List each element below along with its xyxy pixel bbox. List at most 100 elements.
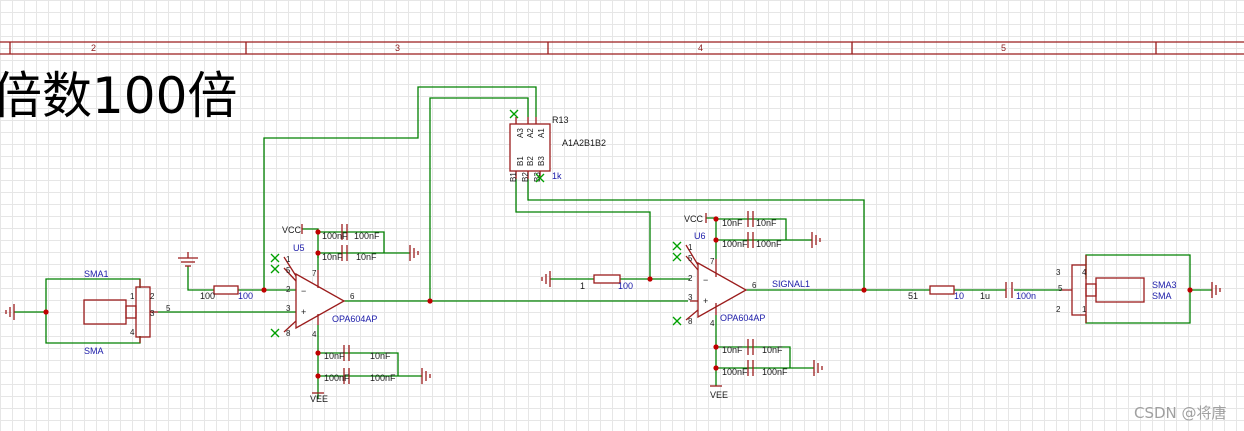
border-zone-3: 3	[395, 43, 400, 53]
r13-ref: R13	[552, 115, 569, 125]
svg-text:+: +	[703, 296, 708, 306]
u5-power[interactable]: VCC VEE 100nF 100nF 10nF 10nF 10nF 10nF …	[282, 224, 396, 404]
svg-text:100nF: 100nF	[722, 367, 748, 377]
ground-icon	[1211, 282, 1221, 298]
resistor-r-out[interactable]: 51 10	[908, 285, 964, 301]
svg-text:2: 2	[688, 274, 693, 283]
sma1-ref: SMA1	[84, 269, 109, 279]
svg-text:6: 6	[752, 281, 757, 290]
svg-text:2: 2	[150, 292, 155, 301]
u5-ref: U5	[293, 243, 305, 253]
svg-text:3: 3	[150, 309, 155, 318]
svg-text:+: +	[301, 307, 306, 317]
svg-text:A3: A3	[516, 128, 525, 138]
svg-text:100nF: 100nF	[322, 231, 348, 241]
u6-ref: U6	[694, 231, 706, 241]
sma1-value: SMA	[84, 346, 104, 356]
capacitor-icon	[343, 368, 350, 384]
svg-text:1: 1	[688, 243, 693, 252]
svg-text:3: 3	[1056, 268, 1061, 277]
svg-text:B3: B3	[533, 172, 542, 182]
border-zone-2: 2	[91, 43, 96, 53]
svg-text:100nF: 100nF	[722, 239, 748, 249]
svg-text:2: 2	[1056, 305, 1061, 314]
svg-text:51: 51	[908, 291, 918, 301]
r13-pack[interactable]: A3 A2 A1 B1 B2 B3 B1 B2 B3 R13 A1A2B1B2 …	[509, 109, 606, 183]
svg-text:100nF: 100nF	[354, 231, 380, 241]
page-title: 倍数100倍	[0, 67, 237, 125]
svg-text:10nF: 10nF	[370, 351, 391, 361]
border-zone-5: 5	[1001, 43, 1006, 53]
r13-value: A1A2B1B2	[562, 138, 606, 148]
sma1-connector[interactable]: 1 4 2 3 5 SMA1 SMA	[83, 269, 171, 356]
svg-text:8: 8	[286, 329, 291, 338]
svg-text:7: 7	[312, 269, 317, 278]
ground-icon	[178, 252, 198, 267]
u5-vee-label: VEE	[310, 394, 328, 404]
r13-extra: 1k	[552, 171, 562, 181]
u6-vcc-label: VCC	[684, 214, 704, 224]
u5-vcc-label: VCC	[282, 225, 302, 235]
svg-text:4: 4	[312, 330, 317, 339]
u6-power[interactable]: VCC VEE 10nF 10nF 100nF 100nF 10nF 10nF …	[684, 211, 788, 400]
capacitor-icon	[747, 211, 754, 227]
opamp-u5[interactable]: − + 1 5 2 3 8 7 4 6 U5 OPA604AP	[270, 243, 377, 339]
no-connect-icon	[509, 109, 545, 183]
capacitor-icon	[341, 224, 348, 240]
svg-text:6: 6	[350, 292, 355, 301]
svg-text:B1: B1	[509, 172, 518, 182]
svg-text:3: 3	[688, 293, 693, 302]
svg-text:10nF: 10nF	[722, 345, 743, 355]
svg-text:2: 2	[286, 285, 291, 294]
svg-text:10nF: 10nF	[322, 252, 343, 262]
u6-value: OPA604AP	[720, 313, 765, 323]
capacitor-icon	[747, 360, 754, 376]
svg-text:5: 5	[688, 254, 693, 263]
svg-text:4: 4	[710, 319, 715, 328]
svg-text:−: −	[703, 275, 708, 285]
svg-text:100nF: 100nF	[324, 373, 350, 383]
svg-text:5: 5	[166, 304, 171, 313]
svg-text:7: 7	[710, 257, 715, 266]
no-connect-icon	[270, 253, 280, 338]
svg-text:5: 5	[1058, 284, 1063, 293]
capacitor-c-out[interactable]: 1u 100n	[980, 282, 1036, 301]
watermark: CSDN @将唐	[1134, 404, 1227, 422]
svg-text:100nF: 100nF	[762, 367, 788, 377]
u6-vee-label: VEE	[710, 390, 728, 400]
capacitor-icon	[341, 245, 348, 261]
svg-text:10nF: 10nF	[722, 218, 743, 228]
svg-text:100nF: 100nF	[370, 373, 396, 383]
no-connect-icon	[672, 241, 682, 326]
svg-text:100n: 100n	[1016, 291, 1036, 301]
opamp-u6[interactable]: − + 1 5 2 3 8 7 4 6 U6 OPA604AP	[672, 231, 765, 328]
svg-text:10nF: 10nF	[756, 218, 777, 228]
svg-text:A1: A1	[537, 128, 546, 138]
svg-text:B2: B2	[526, 156, 535, 166]
svg-text:10nF: 10nF	[356, 252, 377, 262]
ground-icon	[811, 232, 821, 248]
sma3-connector[interactable]: 3 2 5 4 1 SMA3 SMA	[1056, 255, 1177, 323]
svg-text:B3: B3	[537, 156, 546, 166]
resistor-r-in1[interactable]: 100 100	[200, 285, 253, 301]
svg-text:1: 1	[580, 281, 585, 291]
capacitor-icon	[747, 232, 754, 248]
sma3-value: SMA	[1152, 291, 1172, 301]
svg-text:100nF: 100nF	[756, 239, 782, 249]
svg-text:4: 4	[1082, 268, 1087, 277]
svg-text:100: 100	[200, 291, 215, 301]
ground-icon	[813, 360, 823, 376]
resistor-r-in2[interactable]: 1 100	[580, 274, 633, 291]
svg-text:A2: A2	[526, 128, 535, 138]
svg-text:B2: B2	[521, 172, 530, 182]
u5-value: OPA604AP	[332, 314, 377, 324]
ground-symbols	[5, 232, 1221, 384]
svg-text:3: 3	[286, 304, 291, 313]
ground-icon	[541, 271, 551, 287]
junctions	[43, 216, 1193, 379]
svg-text:1: 1	[130, 292, 135, 301]
sheet-border: 2 3 4 5	[0, 41, 1244, 55]
svg-text:10nF: 10nF	[762, 345, 783, 355]
